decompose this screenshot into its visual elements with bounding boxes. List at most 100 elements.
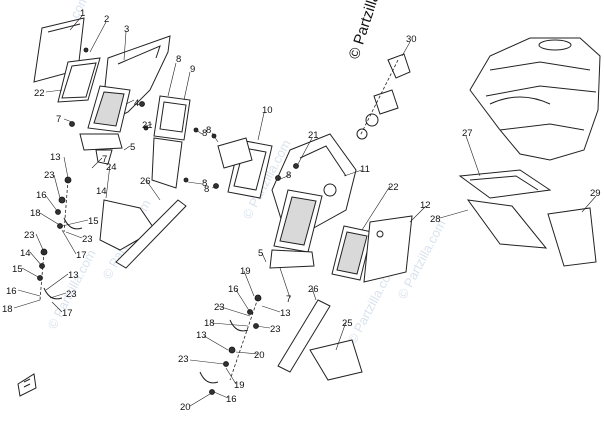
frame-window — [279, 196, 317, 246]
side-panel-12 — [363, 215, 413, 283]
callout-labels: 1 2 3 22 7 4 8 9 21 8 8 5 13 7 24 26 23 … — [2, 8, 601, 413]
callout-number: 21 — [142, 120, 153, 131]
clamp — [199, 371, 219, 384]
tank-cap-ring — [538, 39, 572, 51]
callout-number: 18 — [2, 304, 13, 315]
callout-number: 9 — [190, 64, 195, 75]
callout-number: 30 — [406, 34, 417, 45]
assembly-line — [229, 297, 259, 381]
callout-number: 7 — [102, 154, 107, 165]
callout-number: 14 — [96, 186, 107, 197]
callout-number: 3 — [124, 24, 129, 35]
callout-number: 10 — [262, 105, 273, 116]
callout-number: 24 — [106, 162, 117, 173]
assembly-line — [359, 59, 399, 137]
callout-number: 19 — [234, 380, 245, 391]
callout-number: 23 — [270, 324, 281, 335]
callout-number: 23 — [178, 354, 189, 365]
callout-number: 5 — [130, 142, 135, 153]
copyright-text: © Partzilla.com — [346, 0, 393, 61]
trim-strip-26 — [277, 299, 331, 373]
fastener — [58, 196, 66, 204]
callout-number: 22 — [34, 88, 45, 99]
fastener — [293, 163, 299, 169]
callout-number: 13 — [50, 152, 61, 163]
callout-number: 16 — [226, 394, 237, 405]
fastener — [209, 389, 215, 395]
bracket — [269, 249, 315, 269]
callout-number: 7 — [56, 114, 61, 125]
callout-number: 28 — [430, 214, 441, 225]
callout-number: 23 — [214, 302, 225, 313]
clamp — [229, 319, 249, 332]
connector — [217, 137, 253, 169]
callout-number: 11 — [360, 164, 370, 175]
callout-number: 4 — [134, 98, 139, 109]
panel-edge — [47, 23, 81, 33]
housing — [151, 137, 183, 189]
callout-number: 23 — [44, 170, 55, 181]
callout-number: 27 — [462, 128, 473, 139]
center-assembly — [199, 133, 413, 395]
callout-number: 22 — [388, 182, 399, 193]
trim-strip-26 — [115, 199, 187, 269]
callout-number: 8 — [286, 170, 291, 181]
fastener — [223, 361, 229, 367]
callout-number: 1 — [80, 8, 85, 19]
callout-number: 13 — [196, 330, 207, 341]
callout-number: 5 — [258, 248, 263, 259]
left-assembly — [33, 17, 199, 301]
panel-hole — [323, 183, 337, 197]
callout-number: 18 — [204, 318, 215, 329]
leader-lines — [13, 15, 597, 407]
callout-number: 8 — [202, 128, 207, 139]
fastener — [69, 121, 75, 127]
callout-number: 8 — [206, 125, 211, 136]
filler-cap — [387, 53, 411, 79]
frame-window — [93, 91, 125, 127]
callout-number: 23 — [66, 289, 77, 300]
callout-number: 26 — [308, 284, 319, 295]
callout-number: 13 — [68, 270, 79, 281]
callout-number: 17 — [62, 308, 73, 319]
callout-number: 14 — [20, 248, 31, 259]
callout-number: 29 — [590, 188, 601, 199]
fastener — [57, 223, 63, 229]
assembly-line — [39, 251, 45, 301]
tank-hose — [489, 96, 551, 105]
callout-number: 19 — [240, 266, 251, 277]
panel-29 — [547, 207, 597, 267]
panel-27 — [458, 169, 552, 199]
callout-number: 21 — [308, 130, 319, 141]
callout-number: 20 — [254, 350, 265, 361]
tank-seam — [489, 61, 591, 71]
callout-number: 7 — [286, 294, 291, 305]
filler-ring — [365, 113, 379, 127]
cover-inner — [233, 147, 267, 191]
callout-number: 17 — [76, 250, 87, 261]
fastener — [83, 47, 89, 53]
fastener — [139, 101, 145, 107]
callout-number: 12 — [420, 200, 431, 211]
callout-number: 18 — [30, 208, 41, 219]
callout-number: 26 — [140, 176, 151, 187]
filler-neck — [373, 89, 399, 115]
panel-28 — [466, 199, 548, 249]
panel-edge — [299, 145, 347, 177]
tank-assembly — [356, 37, 601, 267]
callout-number: 25 — [342, 318, 353, 329]
fastener — [228, 346, 236, 354]
callout-number: 15 — [12, 264, 23, 275]
cover-inner — [159, 101, 187, 133]
panel-edge — [117, 45, 161, 65]
filler-ring — [356, 128, 368, 140]
bracket-tab — [95, 149, 113, 165]
callout-number: 16 — [6, 286, 17, 297]
callout-number: 16 — [36, 190, 47, 201]
bracket — [79, 133, 123, 151]
callout-number: 8 — [202, 178, 207, 189]
callout-number: 2 — [104, 14, 109, 25]
callout-number: 15 — [88, 216, 99, 227]
